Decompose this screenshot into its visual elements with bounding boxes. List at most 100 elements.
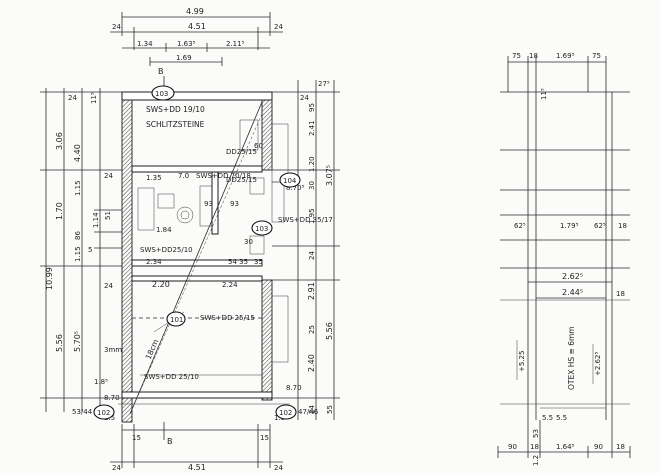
section-bottom-dim-i: 1.2 xyxy=(532,455,540,466)
dim-right-9: 25 xyxy=(308,325,316,334)
dim-wall-left: 24 xyxy=(112,23,121,31)
section-mark-bottom: B xyxy=(167,437,173,446)
label-dim-220: 2.20 xyxy=(152,280,170,289)
label-schlitzsteine: SCHLITZSTEINE xyxy=(146,120,205,129)
fixture-sink xyxy=(157,193,175,209)
dim-wall-a: 24 xyxy=(104,172,113,180)
dim-bottom-wall-right: 24 xyxy=(274,464,283,472)
marker-101: 101 xyxy=(170,316,183,324)
dim-upper-height-2: 4.40 xyxy=(73,144,82,162)
label-sws-3517: SWS+DD 35/17 xyxy=(278,216,333,224)
label-level-2: 8.70⁵ xyxy=(286,184,305,192)
section-bottom-dim-b: 18 xyxy=(530,443,539,451)
plan-diagonals xyxy=(118,101,290,415)
dim-right-14: 27⁵ xyxy=(318,80,330,88)
label-dim-135: 1.35 xyxy=(146,174,162,182)
label-dim-5435: 54 35 xyxy=(228,258,248,266)
dim-bottom-wall-left: 24 xyxy=(112,464,121,472)
wall-mid-1 xyxy=(131,165,263,173)
dim-right-10: 24 xyxy=(308,251,316,260)
marker-104: 104 xyxy=(283,177,297,185)
top-dimension-chains: 4.99 4.51 24 24 1.34 1.63⁵ 2.11⁵ 1.69 B xyxy=(110,7,283,90)
section-drawing: 75 18 1.69⁵ 75 11⁵ 62⁵ 1.79⁵ 62⁵ 18 2.62… xyxy=(497,52,631,466)
section-width-outer: 2.62⁵ xyxy=(562,272,583,281)
label-stair-height: 8.70 xyxy=(286,384,302,392)
label-dim-30: 30 xyxy=(244,238,253,246)
dim-overall-width: 4.99 xyxy=(186,7,204,16)
label-dim-234: 2.34 xyxy=(146,258,162,266)
label-dim-224: 2.24 xyxy=(222,281,238,289)
dim-small-5: 3mm xyxy=(104,346,122,354)
fixture-toilet xyxy=(176,206,194,224)
section-elevation-1: +5.25 xyxy=(518,351,526,372)
label-dd-mid: DD25/15 xyxy=(226,176,257,184)
section-top-dim-b: 18 xyxy=(529,52,538,60)
section-bottom-dim-g: 5.5 xyxy=(542,414,553,422)
dim-bottom-inner: 4.51 xyxy=(188,463,206,472)
left-dimension-chains: 10.99 3.06 4.40 1.70 1.15 86 1.14 1.15 5… xyxy=(40,88,122,422)
dim-mid-1: 1.70 xyxy=(55,202,64,220)
dim-right-12: 55 xyxy=(326,405,334,414)
wall-top xyxy=(121,91,273,101)
interior-labels: SWS+DD 19/10 SCHLITZSTEINE DD25/15 1.35 … xyxy=(104,105,333,402)
section-top-dim-d: 75 xyxy=(592,52,601,60)
dim-segment-4: 1.69 xyxy=(176,54,192,62)
shaft-box-lower xyxy=(271,295,289,363)
dim-right-15: 24 xyxy=(308,405,316,414)
section-elevation-2: +2.62⁵ xyxy=(594,352,602,376)
label-dim-93a: 93 xyxy=(204,200,213,208)
label-sws-7018: SWS+DD 70/18 xyxy=(196,172,251,180)
label-shaft-top: SWS+DD 19/10 xyxy=(146,105,205,114)
label-dim-70: 7.0 xyxy=(178,172,189,180)
marker-102-left-tag: 53/44 xyxy=(72,408,93,416)
wall-mid-3 xyxy=(131,275,263,282)
marker-103-top: 103 xyxy=(155,90,168,98)
dim-segment-3: 2.11⁵ xyxy=(226,40,245,48)
dim-mid-3: 86 xyxy=(74,231,82,240)
circle-markers: 103 104 103 101 102 53/44 102 47/46 xyxy=(72,85,319,420)
section-width-inner: 2.44⁵ xyxy=(562,288,583,297)
section-mid-dim-c: 62⁵ xyxy=(594,222,606,230)
section-otex-label: OTEX HS ≡ 6mm xyxy=(567,326,576,390)
bottom-dimension-chains: B 15 15 4.51 24 24 xyxy=(110,422,283,472)
dim-right-5: 2.91 xyxy=(307,282,316,300)
label-level-1: 8.70 xyxy=(104,394,120,402)
dim-right-8: 95 xyxy=(308,103,316,112)
section-bottom-dim-d: 90 xyxy=(594,443,603,451)
dim-wall-b: 24 xyxy=(104,282,113,290)
dim-small-1: 11⁵ xyxy=(90,92,98,104)
fixture-tub xyxy=(137,187,155,231)
label-diagonal: 18cm xyxy=(144,338,161,361)
shaft-upper xyxy=(239,119,259,151)
wall-bath-partition xyxy=(211,171,219,235)
dim-lower-2: 5.70⁵ xyxy=(73,331,82,352)
label-dim-93b: 93 xyxy=(230,200,239,208)
dim-mid-2: 1.15 xyxy=(74,180,82,196)
marker-102-right: 102 xyxy=(279,409,292,417)
dim-lower-1: 5.56 xyxy=(55,334,64,352)
label-sws-dd-low: SWS+DD25/10 xyxy=(140,246,193,254)
label-dim-184: 1.84 xyxy=(156,226,172,234)
dim-right-3: 1.95 xyxy=(308,208,316,224)
label-dim-60: 60 xyxy=(254,142,263,150)
dim-mid-4: 1.14 xyxy=(92,212,100,228)
dim-mid-5: 1.15 xyxy=(74,246,82,262)
right-dimension-chains: 2.41 1.20 1.95 3.07⁵ 2.91 5.56 2.40 95 2… xyxy=(272,80,340,422)
section-mark-top: B xyxy=(158,67,164,76)
marker-102-right-tag: 47/46 xyxy=(298,408,319,416)
dim-right-2: 1.20 xyxy=(308,156,316,172)
dim-right-1: 2.41 xyxy=(308,120,316,136)
shaft-104 xyxy=(249,177,265,195)
section-bottom-dim-a: 90 xyxy=(508,443,517,451)
wall-right-upper xyxy=(261,91,273,171)
marker-102-left: 102 xyxy=(97,409,110,417)
label-dd-top: DD25/15 xyxy=(226,148,257,156)
dim-right-6: 5.56 xyxy=(325,322,334,340)
label-sws-2510: SWS+DD 25/10 xyxy=(144,373,199,381)
dim-wall-right: 24 xyxy=(274,23,283,31)
dim-segment-1: 1.34 xyxy=(137,40,153,48)
wall-bottom xyxy=(121,391,273,399)
dim-bottom-seg-right: 15 xyxy=(260,434,269,442)
